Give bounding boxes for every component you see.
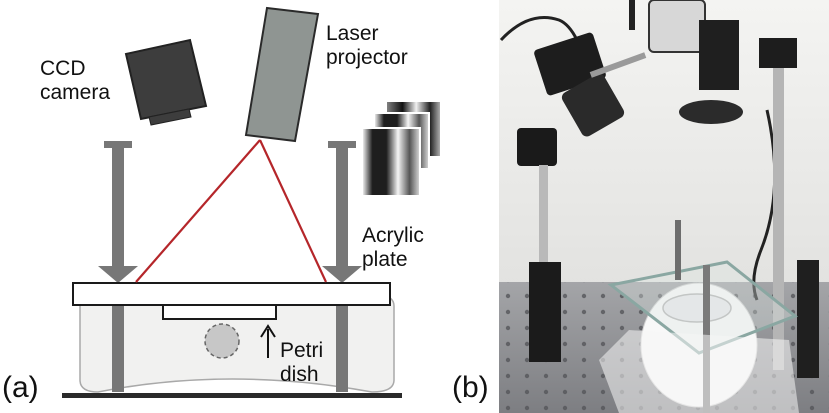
laser-label-line1: Laser	[326, 22, 379, 45]
photo-clamp-left	[517, 128, 557, 166]
photo-projector-mount	[699, 20, 739, 90]
photo-crossbar	[629, 0, 635, 30]
left-post-cap	[104, 141, 132, 148]
acrylic-plate-label: Acrylic plate	[362, 224, 424, 272]
laser-projector-body	[244, 6, 320, 143]
laser-beam-left	[135, 139, 261, 283]
base-line	[62, 393, 402, 398]
acrylic-plate	[72, 282, 391, 306]
acrylic-label-line1: Acrylic	[362, 224, 424, 247]
fringe-pattern-1	[361, 127, 421, 197]
photo-rail	[589, 52, 647, 78]
photo-projector	[648, 0, 706, 53]
photo-dish	[662, 293, 732, 323]
ccd-camera-label: CCD camera	[40, 57, 110, 105]
petri-arrow-head	[260, 324, 276, 338]
petri-label-line2: dish	[280, 363, 319, 386]
setup-photograph	[499, 0, 829, 413]
photo-projector-lens	[679, 100, 743, 124]
cable-left	[499, 16, 579, 42]
left-post-arrow	[98, 266, 138, 283]
photo-base-sheet	[599, 330, 799, 413]
photo-plate-post-back	[675, 220, 681, 280]
photo-right-clamp	[759, 38, 797, 68]
photo-lens	[561, 73, 625, 137]
laser-label-line2: projector	[326, 46, 408, 69]
ccd-label-line2: camera	[40, 81, 111, 104]
right-post-arrow	[322, 266, 362, 283]
panel-b-label: (b)	[452, 371, 489, 404]
photo-left-post	[539, 165, 548, 275]
photo-left-base	[529, 262, 561, 362]
laser-projector-label: Laser projector	[326, 22, 408, 70]
photo-right-base	[797, 260, 819, 378]
schematic-diagram	[62, 6, 442, 398]
left-post-lower	[112, 306, 124, 392]
right-post	[336, 148, 348, 266]
left-post	[112, 148, 124, 266]
photo-right-post	[773, 40, 784, 370]
ccd-camera-mount	[148, 108, 192, 126]
inclusion-circle	[204, 323, 240, 359]
petri-label-line1: Petri	[280, 339, 324, 362]
laser-beam-right	[259, 139, 327, 283]
ccd-label-line1: CCD	[40, 57, 86, 80]
petri-dish-label: Petri dish	[280, 339, 323, 387]
acrylic-label-line2: plate	[362, 248, 408, 271]
panel-a-label: (a)	[2, 371, 39, 404]
right-post-lower	[336, 306, 348, 392]
petri-dish	[162, 304, 277, 320]
right-post-cap	[328, 141, 356, 148]
ccd-camera-body	[124, 38, 208, 121]
